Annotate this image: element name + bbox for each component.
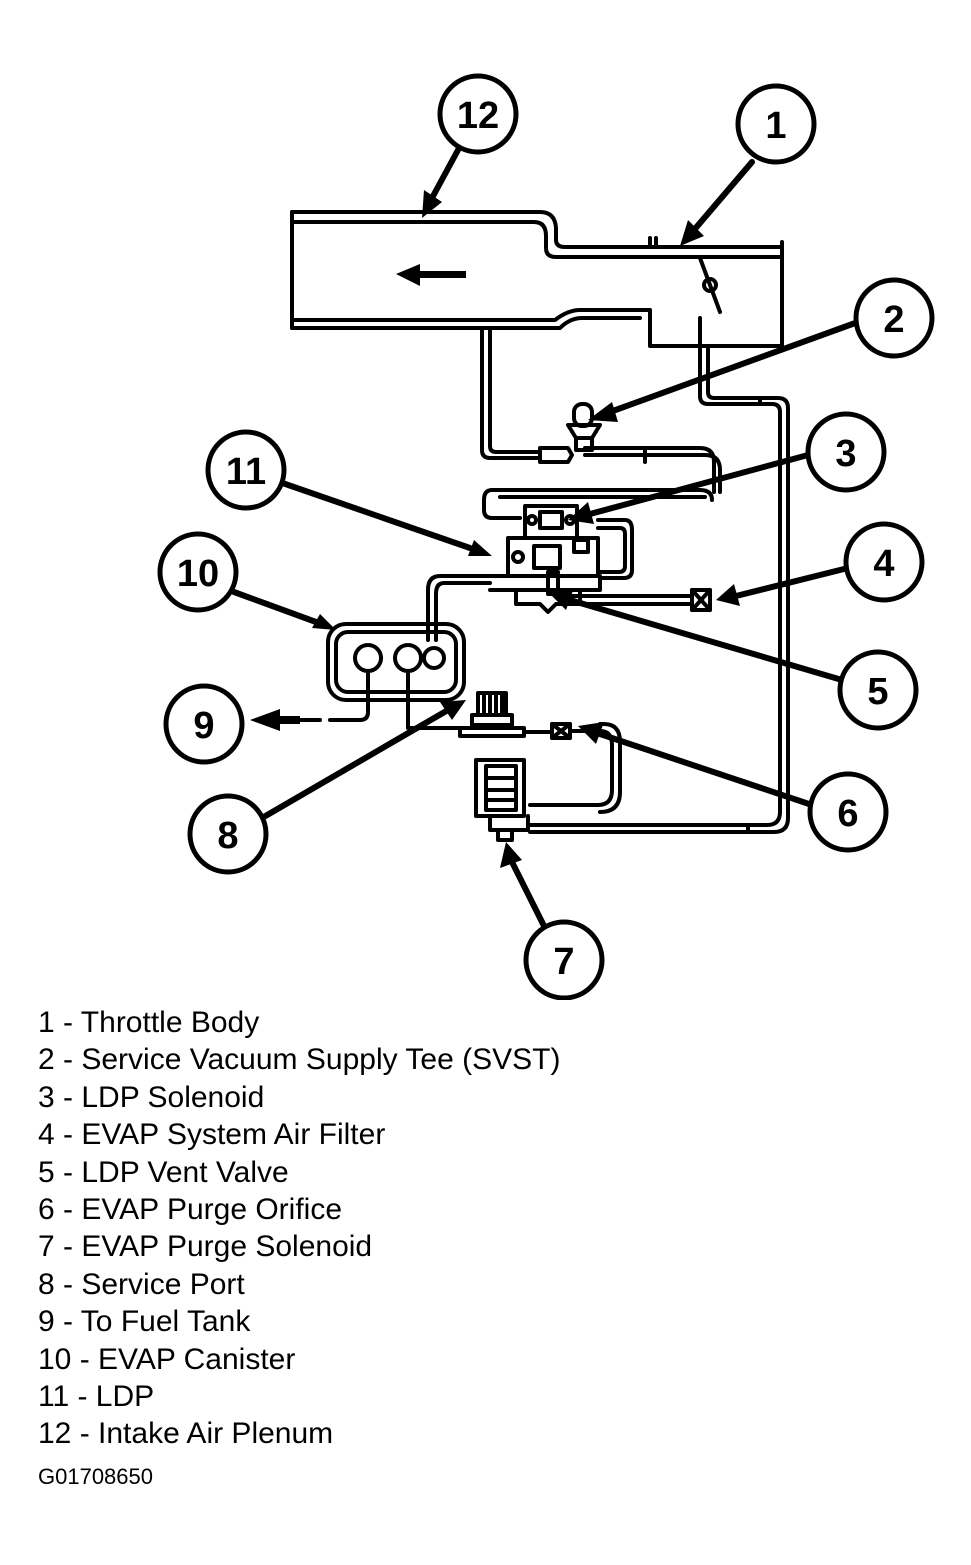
legend-item-9: 9 - To Fuel Tank [38, 1305, 251, 1339]
vent-line [558, 588, 712, 612]
callout-3: 3 [805, 411, 887, 493]
callout-8: 8 [187, 793, 269, 875]
intake-plenum [290, 210, 784, 352]
callout-1: 1 [735, 83, 817, 165]
flow-direction-arrow [396, 264, 466, 286]
callout-2: 2 [853, 277, 935, 359]
throttle-shaft [702, 277, 718, 293]
svg-text:7: 7 [553, 941, 574, 983]
evap-purge-solenoid [474, 758, 530, 842]
legend-item-6: 6 - EVAP Purge Orifice [38, 1192, 343, 1226]
ldp-pump [482, 488, 714, 614]
callout-12: 12 [437, 73, 519, 155]
legend-item-5: 5 - LDP Vent Valve [38, 1155, 289, 1189]
leader-lines [231, 147, 861, 933]
callout-11: 11 [205, 429, 287, 511]
callout-7: 7 [523, 919, 605, 1000]
callout-9: 9 [163, 683, 245, 765]
figure-id: G01708650 [38, 1464, 153, 1489]
callout-4: 4 [843, 521, 925, 603]
svg-text:9: 9 [193, 705, 214, 747]
ldp-canister-line [426, 574, 492, 642]
legend-item-8: 8 - Service Port [38, 1267, 245, 1301]
service-port [406, 669, 554, 738]
fuel-tank-line [298, 669, 370, 722]
svg-text:10: 10 [177, 553, 219, 595]
svg-text:4: 4 [873, 543, 894, 585]
legend-item-1: 1 - Throttle Body [38, 1006, 260, 1039]
callout-10: 10 [157, 531, 239, 613]
leader-arrowheads [312, 190, 740, 868]
svg-text:11: 11 [226, 451, 266, 493]
legend-item-11: 11 - LDP [38, 1379, 155, 1413]
legend-item-3: 3 - LDP Solenoid [38, 1080, 265, 1114]
evap-air-filter [690, 588, 712, 612]
evap-system-diagram: 1 2 3 4 5 6 7 8 9 10 11 12 [157, 73, 935, 1000]
svg-text:2: 2 [883, 299, 904, 341]
evap-canister [326, 622, 466, 702]
legend-item-4: 4 - EVAP System Air Filter [38, 1118, 386, 1152]
throttle-plate [698, 256, 722, 314]
callout-5: 5 [837, 649, 919, 731]
svg-text:5: 5 [867, 671, 888, 713]
legend-list: 1 - Throttle Body 2 - Service Vacuum Sup… [38, 1004, 560, 1453]
legend-item-12: 12 - Intake Air Plenum [38, 1417, 334, 1451]
svg-text:12: 12 [457, 95, 499, 137]
legend-item-2: 2 - Service Vacuum Supply Tee (SVST) [38, 1043, 561, 1077]
vacuum-line [480, 326, 722, 494]
svg-text:8: 8 [217, 815, 238, 857]
legend-item-10: 10 - EVAP Canister [38, 1342, 296, 1376]
legend-item-7: 7 - EVAP Purge Solenoid [38, 1230, 373, 1264]
svg-text:6: 6 [837, 793, 858, 835]
svg-text:3: 3 [835, 433, 856, 475]
svg-text:1: 1 [765, 105, 786, 147]
svst-tee [566, 402, 602, 452]
callout-6: 6 [807, 771, 889, 853]
